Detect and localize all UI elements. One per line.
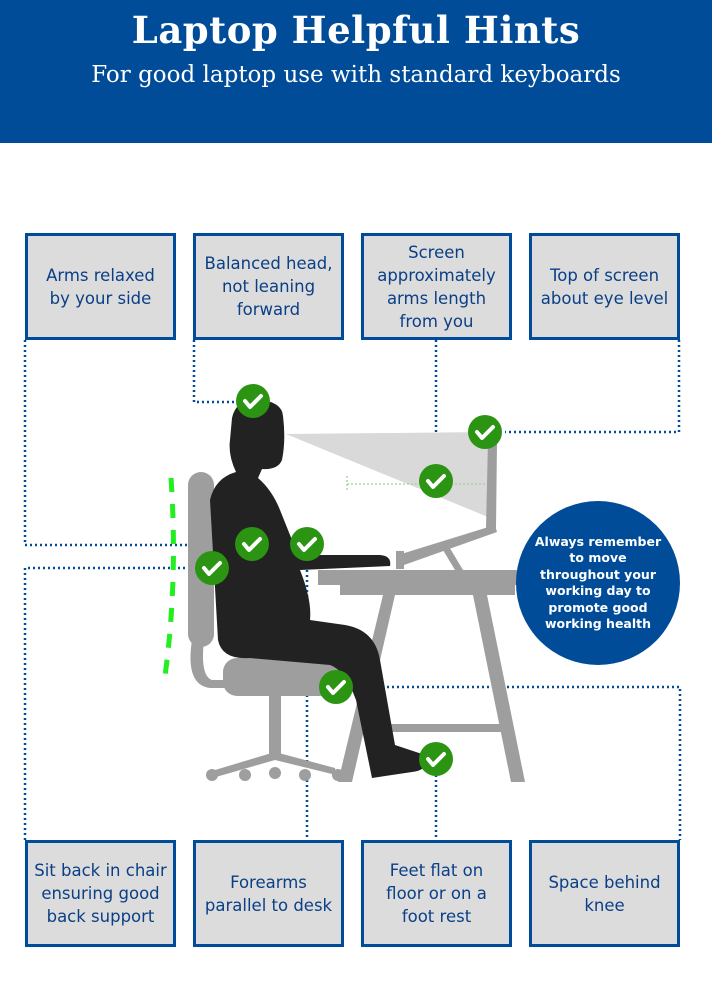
hint-text: Arms relaxed by your side xyxy=(46,265,155,308)
connector-balanced-head xyxy=(192,340,240,404)
header-banner: Laptop Helpful Hints For good laptop use… xyxy=(0,0,712,143)
check-icon xyxy=(419,742,453,776)
hint-text: Top of screen about eye level xyxy=(540,265,669,308)
page-title: Laptop Helpful Hints xyxy=(131,8,581,52)
hint-text: Space behind knee xyxy=(548,872,661,915)
reminder-text: Always remember to move throughout your … xyxy=(534,533,662,632)
hint-text: Feet flat on floor or on a foot rest xyxy=(386,861,487,926)
hint-forearms: Forearms parallel to desk xyxy=(193,840,344,947)
sightline-cone xyxy=(286,432,490,517)
check-icon xyxy=(468,415,502,449)
check-icon xyxy=(419,464,453,498)
connector-arms-relaxed xyxy=(23,340,240,547)
hint-feet-flat: Feet flat on floor or on a foot rest xyxy=(361,840,512,947)
hint-balanced-head: Balanced head, not leaning forward xyxy=(193,233,344,340)
posture-line xyxy=(162,477,176,677)
hint-space-behind-knee: Space behind knee xyxy=(529,840,680,947)
hint-text: Sit back in chair ensuring good back sup… xyxy=(34,861,167,926)
person-silhouette xyxy=(210,399,427,778)
check-icon xyxy=(195,551,229,585)
hint-arms-relaxed: Arms relaxed by your side xyxy=(25,233,176,340)
hint-text: Forearms parallel to desk xyxy=(204,872,333,915)
reminder-bubble: Always remember to move throughout your … xyxy=(516,501,680,665)
check-icon xyxy=(319,670,353,704)
hint-top-of-screen: Top of screen about eye level xyxy=(529,233,680,340)
hint-sit-back: Sit back in chair ensuring good back sup… xyxy=(25,840,176,947)
page-subtitle: For good laptop use with standard keyboa… xyxy=(91,62,621,88)
connector-sit-back xyxy=(23,566,200,840)
hint-text: Balanced head, not leaning forward xyxy=(204,254,333,319)
hint-screen-distance: Screen approximately arms length from yo… xyxy=(361,233,512,340)
connector-lines xyxy=(23,340,682,840)
check-icon xyxy=(235,527,269,561)
hint-text: Screen approximately arms length from yo… xyxy=(377,242,496,331)
connector-top-screen xyxy=(505,340,681,434)
check-icon xyxy=(236,384,270,418)
check-marks xyxy=(195,384,502,776)
check-icon xyxy=(290,527,324,561)
connector-knee xyxy=(352,685,682,840)
laptop xyxy=(396,440,497,570)
